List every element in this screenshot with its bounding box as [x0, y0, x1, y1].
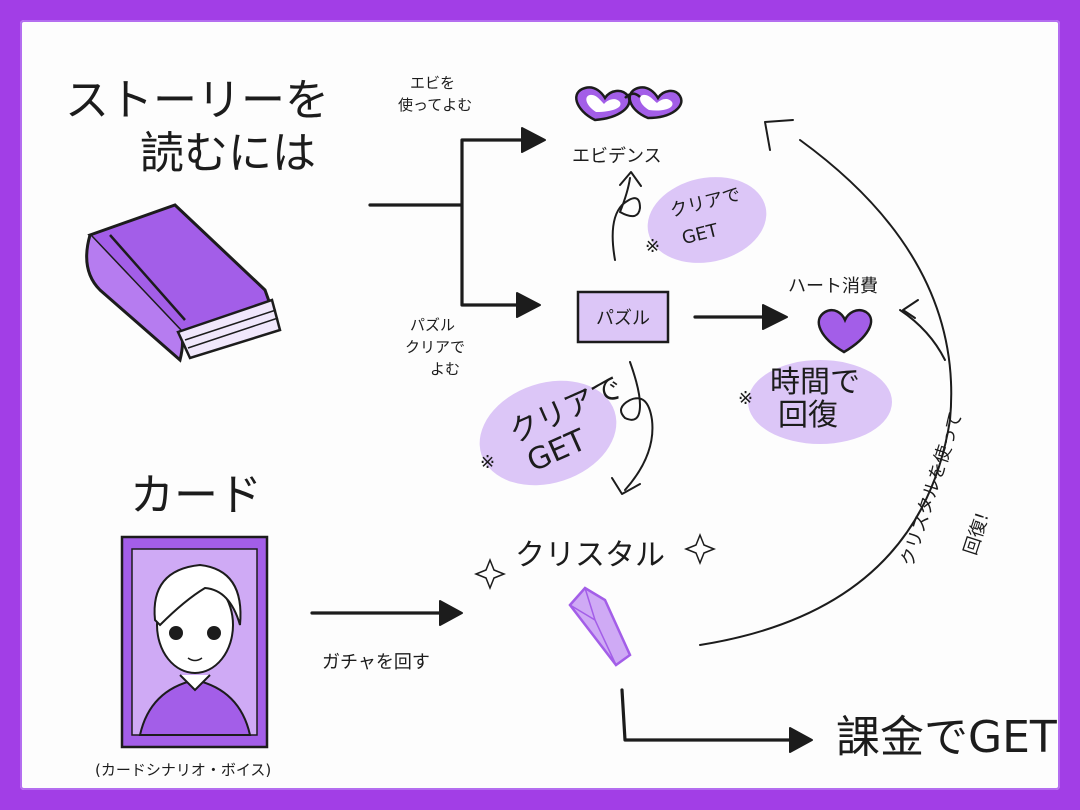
crystal-icon	[568, 586, 632, 667]
puzzle-label: パズル	[596, 308, 650, 329]
diagram-svg: ストーリーを 読むには エビを 使ってよむ パズル クリアで よむ エビデンス …	[65, 74, 1057, 779]
note-blob-top	[647, 177, 767, 263]
evidence-label: エビデンス	[572, 146, 662, 167]
crystal-recover-line2: 回復!	[960, 510, 993, 558]
arrow-head-up	[619, 171, 642, 187]
note-heart-line2: 回復	[778, 398, 838, 433]
arrow-to-evidence	[521, 127, 546, 153]
note-blob-mid	[479, 380, 617, 486]
story-title-line1: ストーリーを	[65, 75, 329, 126]
branch-bottom-label-line2: クリアで	[405, 338, 465, 356]
card-icon	[120, 535, 269, 749]
heart-glasses-icon	[575, 86, 683, 122]
note-mid-mark: ※	[480, 452, 495, 473]
arrow-head-purchase	[789, 727, 813, 753]
loop-arrow-to-crystal	[620, 361, 654, 491]
note-heart-line1: 時間で	[770, 365, 860, 400]
gacha-label: ガチャを回す	[322, 652, 430, 673]
branch-bottom-label-line3: よむ	[430, 360, 460, 378]
arrow-to-puzzle	[516, 292, 541, 318]
arrow-crystal-to-purchase	[620, 688, 792, 742]
arc-branch-to-heart	[899, 309, 946, 361]
branch-top-label-line2: 使ってよむ	[398, 96, 472, 114]
arrow-head-arc-heart	[902, 299, 919, 319]
note-heart-mark: ※	[738, 388, 753, 409]
crystal-label: クリスタル	[515, 538, 665, 573]
branch-bottom-label-line1: パズル	[410, 316, 455, 334]
note-top-mark: ※	[645, 236, 660, 257]
branch-top-label-line1: エビを	[410, 74, 455, 92]
sparkle-icon	[473, 532, 717, 591]
recover-arc	[699, 139, 953, 646]
arrow-head-down	[611, 477, 641, 495]
arrow-head-heart	[762, 304, 788, 330]
heart-icon	[817, 308, 873, 354]
crystal-recover-line1: クリスタルを使って	[897, 409, 967, 569]
book-icon	[85, 203, 282, 363]
heart-label: ハート消費	[788, 276, 878, 297]
arrow-head-arc-top	[764, 119, 794, 151]
note-blob-heart	[748, 360, 892, 444]
branch-connector	[368, 138, 527, 307]
card-caption: (カードシナリオ・ボイス)	[95, 761, 271, 779]
card-title: カード	[130, 470, 262, 521]
story-title-line2: 読むには	[140, 128, 316, 179]
loop-arrow-to-evidence	[611, 177, 641, 261]
arrow-head-crystal	[439, 600, 463, 626]
puzzle-box	[576, 290, 670, 344]
diagram-canvas: ストーリーを 読むには エビを 使ってよむ パズル クリアで よむ エビデンス …	[20, 20, 1060, 790]
purchase-label: 課金でGET	[836, 712, 1057, 763]
